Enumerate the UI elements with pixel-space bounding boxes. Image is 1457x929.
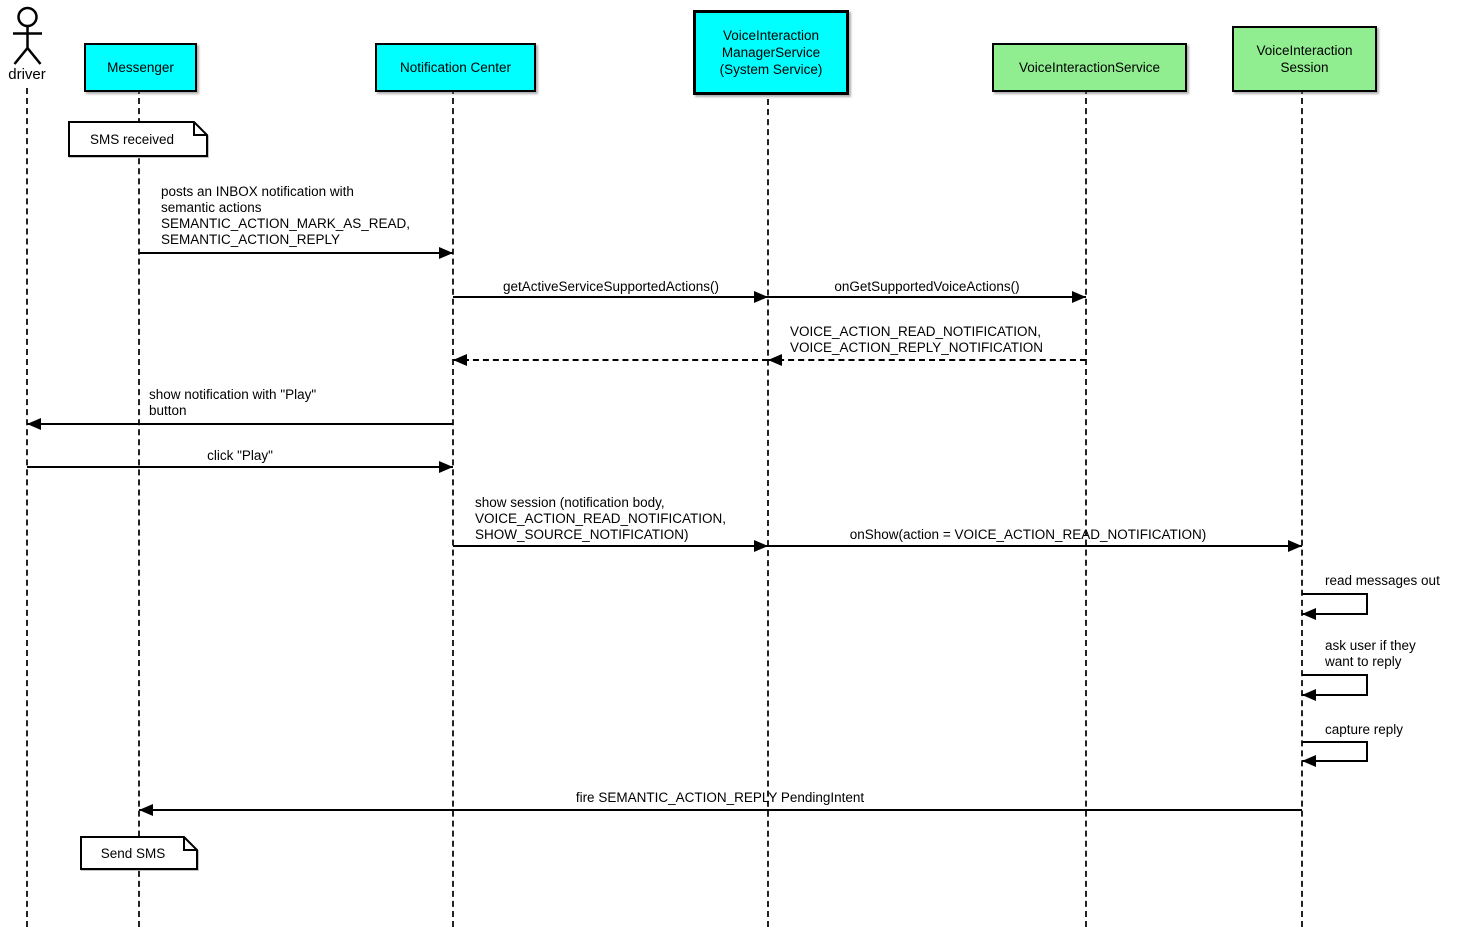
- participant-voice-interaction-session: VoiceInteraction Session: [1232, 26, 1377, 92]
- message-read-messages-loop-bottom: [1302, 613, 1368, 615]
- lifeline-voice-interaction-service: [1085, 88, 1087, 927]
- message-read-messages-loop-right: [1366, 593, 1368, 615]
- participant-voice-interaction-service: VoiceInteractionService: [992, 43, 1187, 92]
- message-show-notification-line: [27, 423, 453, 425]
- message-ask-user-arrowhead-icon: [1302, 689, 1316, 701]
- actor-label: driver: [8, 66, 46, 83]
- message-on-show-label: onShow(action = VOICE_ACTION_READ_NOTIFI…: [849, 527, 1207, 542]
- message-post-inbox-arrowhead-icon: [439, 247, 453, 259]
- message-capture-reply-label: capture reply: [1325, 722, 1404, 737]
- message-on-show-line: [768, 545, 1302, 547]
- participant-messenger-label: Messenger: [107, 60, 174, 75]
- message-capture-reply-loop-bottom: [1302, 760, 1368, 762]
- message-show-session-label: show session (notification body, VOICE_A…: [475, 495, 727, 542]
- note-send-sms-shape: [80, 836, 198, 870]
- lifeline-manager-service: [767, 89, 769, 927]
- message-ask-user-label: ask user if they want to reply: [1325, 638, 1416, 669]
- note-sms-received: SMS received: [89, 131, 175, 147]
- message-capture-reply-loop-right: [1366, 741, 1368, 762]
- message-show-session-arrowhead-icon: [754, 540, 768, 552]
- message-ask-user-loop-right: [1366, 674, 1368, 696]
- lifeline-messenger: [138, 88, 140, 927]
- message-capture-reply-loop-top: [1302, 741, 1368, 743]
- message-on-get-supported-line: [768, 296, 1086, 298]
- participant-voice-interaction-session-label: VoiceInteraction Session: [1256, 43, 1353, 75]
- message-read-messages-loop-top: [1302, 593, 1368, 595]
- message-post-inbox-line: [139, 252, 453, 254]
- message-fire-reply-line: [139, 809, 1302, 811]
- participant-notification-center-label: Notification Center: [399, 60, 512, 75]
- message-show-session-line: [453, 545, 768, 547]
- participant-messenger: Messenger: [84, 43, 197, 92]
- message-ask-user-loop-bottom: [1302, 694, 1368, 696]
- message-read-messages-label: read messages out: [1325, 573, 1440, 588]
- message-voice-actions-return-label: VOICE_ACTION_READ_NOTIFICATION, VOICE_AC…: [790, 324, 1044, 355]
- message-on-show-arrowhead-icon: [1288, 540, 1302, 552]
- note-sms-received-shape: [68, 121, 208, 157]
- actor-icon: [13, 6, 42, 65]
- message-get-active-label: getActiveServiceSupportedActions(): [502, 279, 720, 294]
- message-return-to-notification-center-line: [453, 359, 768, 361]
- message-capture-reply-arrowhead-icon: [1302, 755, 1316, 767]
- message-show-notification-arrowhead-icon: [27, 418, 41, 430]
- message-read-messages-arrowhead-icon: [1302, 608, 1316, 620]
- message-fire-reply-label: fire SEMANTIC_ACTION_REPLY PendingIntent: [575, 790, 865, 805]
- message-get-active-arrowhead-icon: [754, 291, 768, 303]
- participant-notification-center: Notification Center: [375, 43, 536, 92]
- message-show-notification-label: show notification with "Play" button: [149, 387, 317, 418]
- note-send-sms: Send SMS: [100, 845, 166, 861]
- message-click-play-line: [27, 466, 453, 468]
- lifeline-voice-interaction-session: [1301, 88, 1303, 927]
- message-on-get-supported-label: onGetSupportedVoiceActions(): [834, 279, 1020, 294]
- message-get-active-line: [453, 296, 768, 298]
- lifeline-driver: [26, 88, 28, 927]
- participant-manager-service: VoiceInteraction ManagerService (System …: [693, 10, 849, 95]
- message-on-get-supported-arrowhead-icon: [1072, 291, 1086, 303]
- message-post-inbox-label: posts an INBOX notification with semanti…: [161, 184, 411, 247]
- lifeline-notification-center: [452, 88, 454, 927]
- message-voice-actions-return-line: [768, 359, 1086, 361]
- message-click-play-arrowhead-icon: [439, 461, 453, 473]
- message-click-play-label: click "Play": [207, 448, 273, 463]
- message-voice-actions-return-arrowhead-icon: [768, 354, 782, 366]
- participant-voice-interaction-service-label: VoiceInteractionService: [1018, 60, 1161, 75]
- message-fire-reply-arrowhead-icon: [139, 804, 153, 816]
- participant-manager-service-label: VoiceInteraction ManagerService (System …: [719, 28, 823, 77]
- message-return-to-notification-center-arrowhead-icon: [453, 354, 467, 366]
- message-ask-user-loop-top: [1302, 674, 1368, 676]
